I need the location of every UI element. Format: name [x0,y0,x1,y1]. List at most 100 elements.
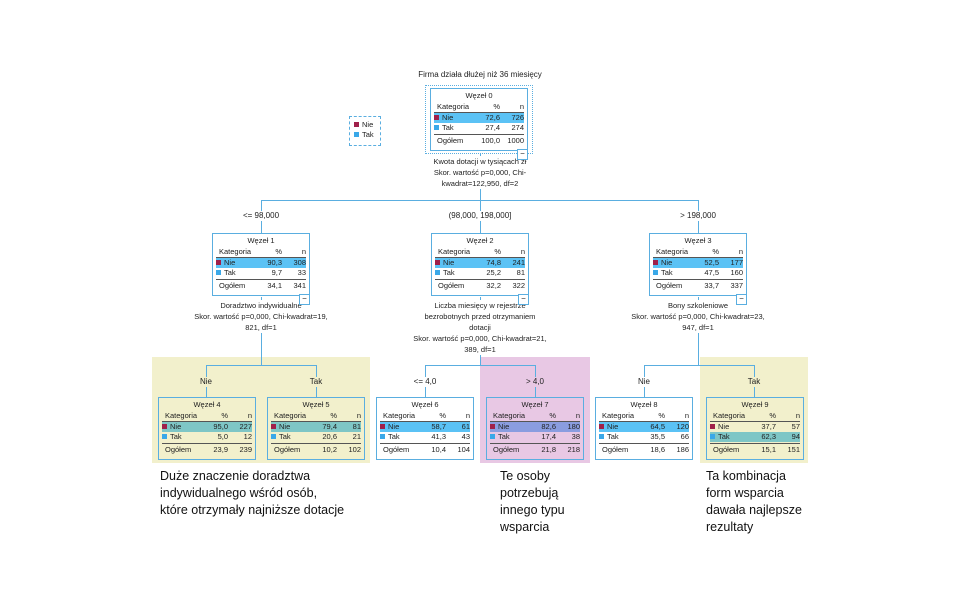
branch-label: (98,000, 198,000] [448,211,512,221]
category-swatch [599,424,604,429]
total-percent: 23,9 [213,445,228,454]
row-percent: 27,4 [485,123,500,132]
category-swatch [710,434,715,439]
connector [425,365,536,366]
node-header-row: Kategoria%n [380,411,470,422]
header-category: Kategoria [493,411,526,420]
header-n: n [465,411,470,420]
header-percent: % [494,247,501,256]
category-swatch [490,434,495,439]
category-swatch [216,260,221,265]
legend: Nie Tak [349,116,381,146]
node-header-row: Kategoria%n [653,247,743,258]
total-percent: 32,2 [486,281,501,290]
node-title: Węzeł 3 [684,236,712,245]
category-swatch [271,424,276,429]
text-line: Skor. wartość p=0,000, Chi-kwadrat=19, [194,312,328,321]
node-title: Węzeł 1 [247,236,275,245]
text-line: które otrzymały najniższe dotacje [160,503,345,517]
header-percent: % [439,411,446,420]
row-percent: 82,6 [541,422,556,431]
row-percent: 5,0 [217,432,228,441]
collapse-icon[interactable]: − [518,294,529,305]
legend-item-tak: Tak [354,130,376,140]
row-category: Tak [162,432,208,442]
row-category: Tak [435,268,481,278]
node-header-row: Kategoria%n [216,247,306,258]
category-swatch [162,434,167,439]
node-header-row: Kategoria%n [599,411,689,422]
header-n: n [520,247,525,256]
branch-label: Nie [199,377,213,387]
total-n: 239 [239,445,252,454]
header-category: Kategoria [165,411,198,420]
row-percent: 52,5 [704,258,719,267]
text-line: Te osoby [500,469,551,483]
header-category: Kategoria [438,247,471,256]
header-category: Kategoria [274,411,307,420]
collapse-icon[interactable]: − [517,149,528,160]
header-n: n [356,411,361,420]
row-category: Tak [434,123,480,133]
header-n: n [247,411,252,420]
collapse-icon[interactable]: − [299,294,310,305]
branch-label: > 198,000 [680,211,716,221]
total-percent: 100,0 [481,136,500,145]
row-percent: 20,6 [322,432,337,441]
row-category: Nie [599,422,645,432]
row-category: Tak [710,432,756,442]
total-label: Ogółem [713,445,740,454]
text-line: 821, df=1 [245,323,277,332]
header-n: n [684,411,689,420]
header-n: n [795,411,800,420]
category-swatch [380,424,385,429]
row-percent: 64,5 [650,422,665,431]
row-percent: 17,4 [541,432,556,441]
text-line: Skor. wartość p=0,000, Chi-kwadrat=21, [413,334,547,343]
total-n: 1000 [507,136,524,145]
row-category: Nie [710,422,756,432]
row-n: 12 [243,432,252,441]
row-percent: 41,3 [431,432,446,441]
row-percent: 37,7 [761,422,776,431]
legend-swatch [354,122,359,127]
row-category: Tak [599,432,645,442]
text-line: potrzebują [500,486,559,500]
header-n: n [519,102,524,111]
category-swatch [162,424,167,429]
header-percent: % [221,411,228,420]
row-category: Nie [653,258,699,268]
text-line: 947, df=1 [682,323,714,332]
node-title: Węzeł 5 [302,400,330,409]
header-percent: % [275,247,282,256]
row-category: Nie [434,113,480,123]
branch-label: Nie [637,377,651,387]
total-percent: 10,2 [322,445,337,454]
header-percent: % [712,247,719,256]
category-swatch [434,125,439,130]
category-swatch [490,424,495,429]
total-label: Ogółem [602,445,629,454]
collapse-icon[interactable]: − [736,294,747,305]
